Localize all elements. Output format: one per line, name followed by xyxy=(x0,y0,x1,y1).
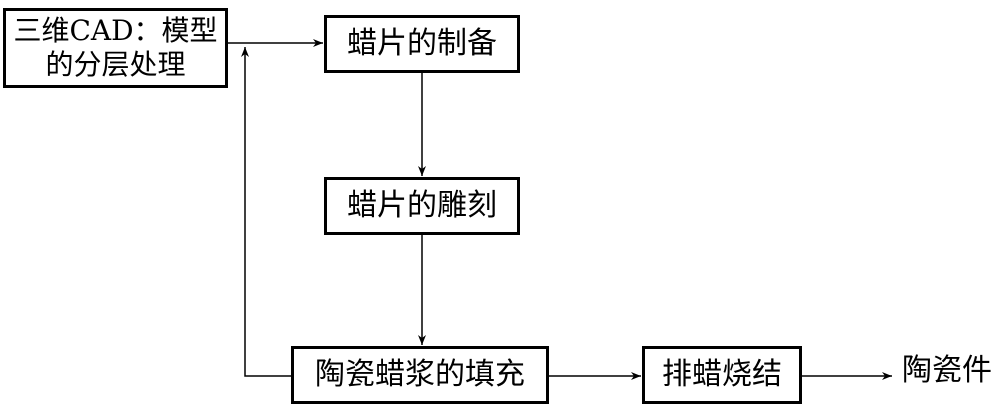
node-wax-sheet-carving: 蜡片的雕刻 xyxy=(324,177,520,235)
node-cad-slicing-line-1: 三维CAD：模型 xyxy=(13,14,218,47)
edge-fill-to-cad xyxy=(241,47,291,377)
node-wax-sheet-preparation-label: 蜡片的制备 xyxy=(347,26,497,61)
node-dewax-sintering-label: 排蜡烧结 xyxy=(662,357,782,392)
node-cad-slicing: 三维CAD：模型 的分层处理 xyxy=(3,8,228,88)
node-ceramic-slurry-filling: 陶瓷蜡浆的填充 xyxy=(291,346,549,404)
node-ceramic-slurry-filling-label: 陶瓷蜡浆的填充 xyxy=(315,357,525,392)
node-dewax-sintering: 排蜡烧结 xyxy=(642,346,802,404)
node-cad-slicing-line-2: 的分层处理 xyxy=(45,48,186,81)
node-ceramic-part-output: 陶瓷件 xyxy=(902,353,992,388)
node-wax-sheet-preparation: 蜡片的制备 xyxy=(324,15,520,73)
node-wax-sheet-carving-label: 蜡片的雕刻 xyxy=(347,188,497,223)
